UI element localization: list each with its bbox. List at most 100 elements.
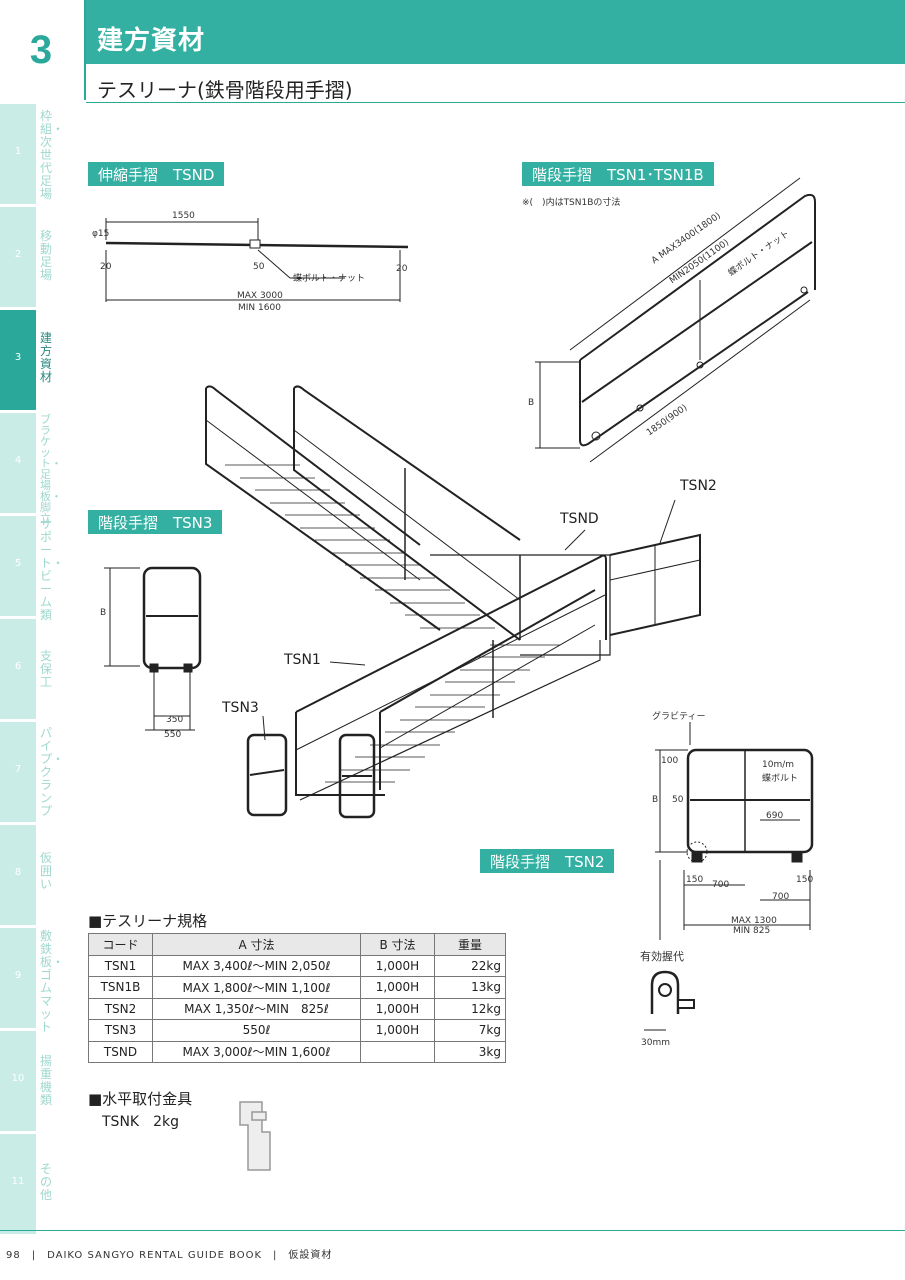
cell-b-dim xyxy=(360,1040,435,1063)
col-a-dim: A 寸法 xyxy=(152,933,361,956)
sidebar-label-3[interactable]: 建方資材 xyxy=(40,331,53,384)
grip-label: 有効握代 xyxy=(640,950,684,963)
dim-tsn2-gravity: グラビティー xyxy=(652,712,706,722)
sidebar-tab-4[interactable]: 4 xyxy=(0,413,36,513)
cell-b-dim: 1,000H xyxy=(360,997,435,1020)
dim-tsnd-h3: 20 xyxy=(396,264,408,274)
section-label-tsnd: 伸縮手摺 TSND xyxy=(88,162,225,186)
dim-tsnd-min: MIN 1600 xyxy=(238,303,281,313)
col-code: コード xyxy=(88,933,153,956)
sidebar-tab-2[interactable]: 2 xyxy=(0,207,36,307)
cell-code: TSND xyxy=(88,1040,153,1063)
sidebar-num: 3 xyxy=(14,352,22,363)
col-weight: 重量 xyxy=(434,933,506,956)
sidebar-num: 5 xyxy=(14,558,22,569)
sidebar-label-6[interactable]: 支保工 xyxy=(40,649,53,689)
cell-code: TSN1 xyxy=(88,954,153,977)
page-subtitle: テスリーナ(鉄骨階段用手摺) xyxy=(97,78,353,102)
spec-table-title: ■テスリーナ規格 xyxy=(88,912,208,930)
col-b-dim: B 寸法 xyxy=(360,933,435,956)
cell-weight: 7kg xyxy=(434,1019,506,1042)
chapter-sidebar: 1 2 3 4 5 6 7 8 9 10 11 xyxy=(0,104,36,1234)
sidebar-label-2[interactable]: 移動足場 xyxy=(40,229,53,282)
sidebar-label-4[interactable]: ブラケット・足場板・脚立 xyxy=(40,413,62,525)
dim-tsn2-700a: 700 xyxy=(712,880,730,890)
dim-tsn2-150b: 150 xyxy=(796,875,814,885)
bracket-title: ■水平取付金具 xyxy=(88,1090,193,1108)
sidebar-tab-6[interactable]: 6 xyxy=(0,619,36,719)
sidebar-num: 4 xyxy=(14,455,22,466)
sidebar-num: 2 xyxy=(14,249,22,260)
cell-b-dim: 1,000H xyxy=(360,954,435,977)
cell-weight: 22kg xyxy=(434,954,506,977)
header-band xyxy=(86,0,905,64)
bracket-code: TSNK 2kg xyxy=(102,1114,179,1130)
callout-tsn3: TSN3 xyxy=(222,700,259,716)
footer-text: 98 | DAIKO SANGYO RENTAL GUIDE BOOK | 仮設… xyxy=(6,1250,333,1261)
sidebar-num: 1 xyxy=(14,146,22,157)
sidebar-num: 8 xyxy=(14,867,22,878)
cell-code: TSN3 xyxy=(88,1019,153,1042)
staircase-drawing xyxy=(205,385,701,819)
dim-tsn2-50: 50 xyxy=(672,795,684,805)
dim-tsn2-150a: 150 xyxy=(686,875,704,885)
sidebar-label-10[interactable]: 揚重機類 xyxy=(40,1054,53,1107)
cell-a-dim: MAX 1,800ℓ～MIN 1,100ℓ xyxy=(152,976,361,999)
sidebar-num: 7 xyxy=(14,764,22,775)
sidebar-tab-3[interactable]: 3 xyxy=(0,310,36,410)
table-row: TSN1B MAX 1,800ℓ～MIN 1,100ℓ 1,000H 13kg xyxy=(88,976,506,999)
dim-tsnd-length: 1550 xyxy=(172,211,195,221)
sidebar-num: 10 xyxy=(11,1073,25,1084)
dim-tsn3-w2: 550 xyxy=(164,730,182,740)
chapter-number: 3 xyxy=(29,27,53,72)
header-divider xyxy=(84,0,86,100)
sidebar-num: 9 xyxy=(14,970,22,981)
table-row: TSN1 MAX 3,400ℓ～MIN 2,050ℓ 1,000H 22kg xyxy=(88,954,506,977)
dim-tsn2-100: 100 xyxy=(661,756,679,766)
cell-a-dim: MAX 1,350ℓ～MIN 825ℓ xyxy=(152,997,361,1020)
tsn1-drawing xyxy=(535,177,816,463)
dim-tsn3-b: B xyxy=(100,608,107,618)
sidebar-label-7[interactable]: パイプ・クランプ xyxy=(40,726,65,818)
sidebar-label-11[interactable]: その他 xyxy=(40,1162,53,1202)
dim-tsn2-690: 690 xyxy=(766,811,784,821)
sidebar-label-9[interactable]: 敷鉄板・ゴムマット xyxy=(40,929,65,1034)
callout-tsn2: TSN2 xyxy=(680,478,717,494)
cell-a-dim: MAX 3,000ℓ～MIN 1,600ℓ xyxy=(152,1040,361,1063)
table-header-row: コード A 寸法 B 寸法 重量 xyxy=(88,933,506,956)
dim-tsn2-min: MIN 825 xyxy=(733,926,771,936)
table-row: TSN2 MAX 1,350ℓ～MIN 825ℓ 1,000H 12kg xyxy=(88,997,506,1020)
tsn2-drawing xyxy=(644,722,814,1031)
cell-weight: 13kg xyxy=(434,976,506,999)
sidebar-tab-7[interactable]: 7 xyxy=(0,722,36,822)
cell-b-dim: 1,000H xyxy=(360,976,435,999)
footer-rule xyxy=(0,1230,905,1231)
section-label-tsn2: 階段手摺 TSN2 xyxy=(480,849,615,873)
sidebar-tab-5[interactable]: 5 xyxy=(0,516,36,616)
sidebar-tab-1[interactable]: 1 xyxy=(0,104,36,204)
dim-tsn2-700b: 700 xyxy=(772,892,790,902)
section-label-tsn1: 階段手摺 TSN1･TSN1B xyxy=(522,162,714,186)
technical-drawings xyxy=(104,177,816,1171)
dim-tsnd-max: MAX 3000 xyxy=(237,291,283,301)
subtitle-rule xyxy=(86,102,905,103)
cell-a-dim: MAX 3,400ℓ～MIN 2,050ℓ xyxy=(152,954,361,977)
dim-tsnd-bolt: 蝶ボルト・ナット xyxy=(293,274,366,284)
sidebar-tab-10[interactable]: 10 xyxy=(0,1031,36,1131)
section-label-tsn3: 階段手摺 TSN3 xyxy=(88,510,223,534)
table-row: TSN3 550ℓ 1,000H 7kg xyxy=(88,1019,506,1042)
dim-tsn2-bolt: 蝶ボルト xyxy=(762,774,799,784)
sidebar-tab-9[interactable]: 9 xyxy=(0,928,36,1028)
tsn1b-note: ※( )内はTSN1Bの寸法 xyxy=(522,198,621,208)
cell-weight: 12kg xyxy=(434,997,506,1020)
sidebar-tab-11[interactable]: 11 xyxy=(0,1134,36,1234)
sidebar-num: 6 xyxy=(14,661,22,672)
sidebar-tab-8[interactable]: 8 xyxy=(0,825,36,925)
dim-tsnd-diameter: φ15 xyxy=(92,229,110,239)
callout-tsnd: TSND xyxy=(560,511,599,527)
dim-tsn3-w1: 350 xyxy=(166,715,184,725)
sidebar-label-8[interactable]: 仮囲い xyxy=(40,851,53,891)
page-title: 建方資材 xyxy=(97,26,206,56)
cell-code: TSN2 xyxy=(88,997,153,1020)
table-row: TSND MAX 3,000ℓ～MIN 1,600ℓ 3kg xyxy=(88,1040,506,1063)
